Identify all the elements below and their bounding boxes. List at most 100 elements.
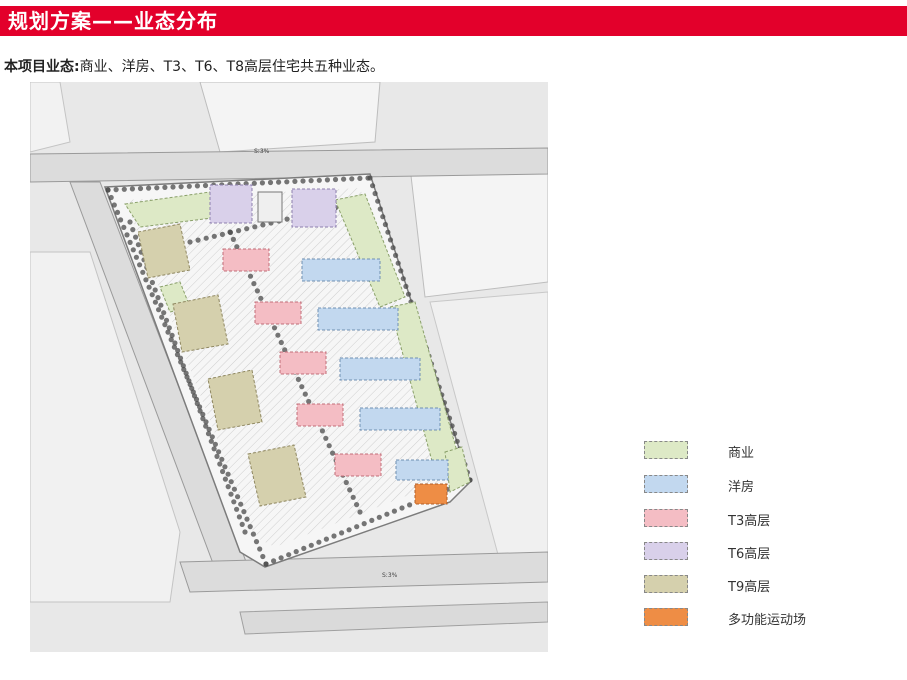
tree-dot — [222, 476, 228, 482]
road-label-north: S:3% — [254, 148, 270, 155]
tree-dot — [146, 284, 152, 290]
tree-dot — [194, 183, 200, 189]
tree-dot — [161, 310, 167, 316]
tree-dot — [166, 325, 172, 331]
tree-dot — [186, 183, 192, 189]
tree-dot — [293, 549, 299, 555]
tree-dot — [308, 542, 314, 548]
tree-dot — [149, 279, 155, 286]
villa-block-2 — [317, 307, 399, 331]
tree-dot — [216, 449, 222, 455]
tree-dot — [324, 177, 330, 183]
tree-dot — [154, 185, 160, 191]
tree-dot — [156, 307, 162, 313]
tree-dot — [121, 224, 127, 230]
tree-dot — [343, 479, 349, 486]
tree-dot — [357, 509, 363, 515]
tree-dot — [135, 242, 141, 248]
tree-dot — [316, 539, 322, 545]
tree-dot — [175, 347, 181, 354]
tree-dot — [390, 245, 396, 251]
t6-tower-2 — [291, 188, 337, 228]
tree-dot — [195, 237, 201, 243]
tree-dot — [257, 546, 263, 552]
tree-dot — [217, 461, 223, 467]
tree-dot — [129, 186, 135, 192]
tree-dot — [278, 339, 284, 346]
legend-item-commercial: 商业 — [644, 441, 884, 461]
tree-dot — [284, 179, 290, 185]
tree-dot — [189, 385, 195, 391]
tree-dot — [349, 176, 355, 182]
t3-tower-5 — [334, 453, 382, 477]
legend-item-t6: T6高层 — [644, 542, 884, 562]
tree-dot — [302, 391, 308, 397]
tree-dot — [174, 352, 181, 358]
tree-dot — [350, 494, 356, 500]
title-banner: 规划方案——业态分布 — [0, 6, 907, 36]
tree-dot — [308, 178, 314, 184]
tree-dot — [299, 384, 305, 390]
tree-dot — [225, 484, 231, 490]
t3-tower-2 — [254, 301, 302, 325]
tree-dot — [236, 228, 242, 234]
tree-dot — [361, 521, 367, 527]
tree-dot — [306, 398, 312, 405]
tree-dot — [278, 555, 284, 561]
tree-dot — [162, 322, 168, 328]
t3-tower-3 — [279, 351, 327, 375]
tree-dot — [168, 337, 174, 343]
tree-dot — [133, 234, 139, 240]
tree-dot — [405, 291, 412, 297]
tree-dot — [254, 288, 260, 294]
tree-dot — [372, 190, 378, 197]
t3-tower-1 — [222, 248, 270, 272]
tree-dot — [203, 423, 209, 429]
tree-dot — [407, 502, 413, 508]
tree-dot — [241, 509, 247, 515]
tree-dot — [212, 441, 218, 447]
tree-dot — [208, 438, 214, 444]
tree-dot — [194, 400, 200, 407]
tree-dot — [301, 545, 307, 551]
legend-swatch-t6 — [644, 542, 688, 560]
tree-dot — [197, 408, 203, 414]
neighbor-block-southeast — [429, 291, 548, 563]
tree-dot — [203, 235, 209, 241]
tree-dot — [137, 262, 143, 268]
tree-dot — [158, 302, 164, 308]
tree-dot — [400, 276, 406, 282]
tree-dot — [286, 552, 292, 558]
t9-tower-3 — [207, 369, 263, 431]
tree-dot — [375, 198, 381, 204]
legend-swatch-t3 — [644, 509, 688, 527]
neighbor-block-west — [30, 82, 71, 153]
tree-dot — [200, 416, 206, 422]
road-north — [30, 147, 548, 183]
tree-dot — [357, 175, 363, 181]
tree-dot — [369, 517, 375, 523]
tree-dot — [121, 186, 127, 192]
t9-tower-1 — [137, 223, 191, 279]
tree-dot — [114, 209, 121, 215]
legend-label-sports: 多功能运动场 — [728, 613, 807, 628]
tree-dot — [385, 229, 391, 235]
tree-dot — [169, 332, 175, 338]
tree-dot — [219, 456, 225, 462]
tree-dot — [105, 187, 111, 193]
tree-dot — [331, 533, 337, 539]
tree-dot — [284, 216, 290, 222]
tree-dot — [127, 219, 133, 225]
legend-label-villa: 洋房 — [728, 480, 755, 495]
tree-dot — [162, 184, 168, 190]
tree-dot — [127, 239, 133, 245]
tree-dot — [178, 359, 184, 365]
intro-text: 商业、洋房、T3、T6、T8高层住宅共五种业态。 — [79, 59, 384, 75]
tree-dot — [152, 287, 158, 293]
tree-dot — [258, 295, 264, 301]
tree-dot — [124, 232, 130, 238]
tree-dot — [332, 176, 339, 183]
tree-dot — [271, 325, 278, 331]
tree-dot — [181, 366, 187, 373]
road-south-outer — [239, 601, 548, 635]
